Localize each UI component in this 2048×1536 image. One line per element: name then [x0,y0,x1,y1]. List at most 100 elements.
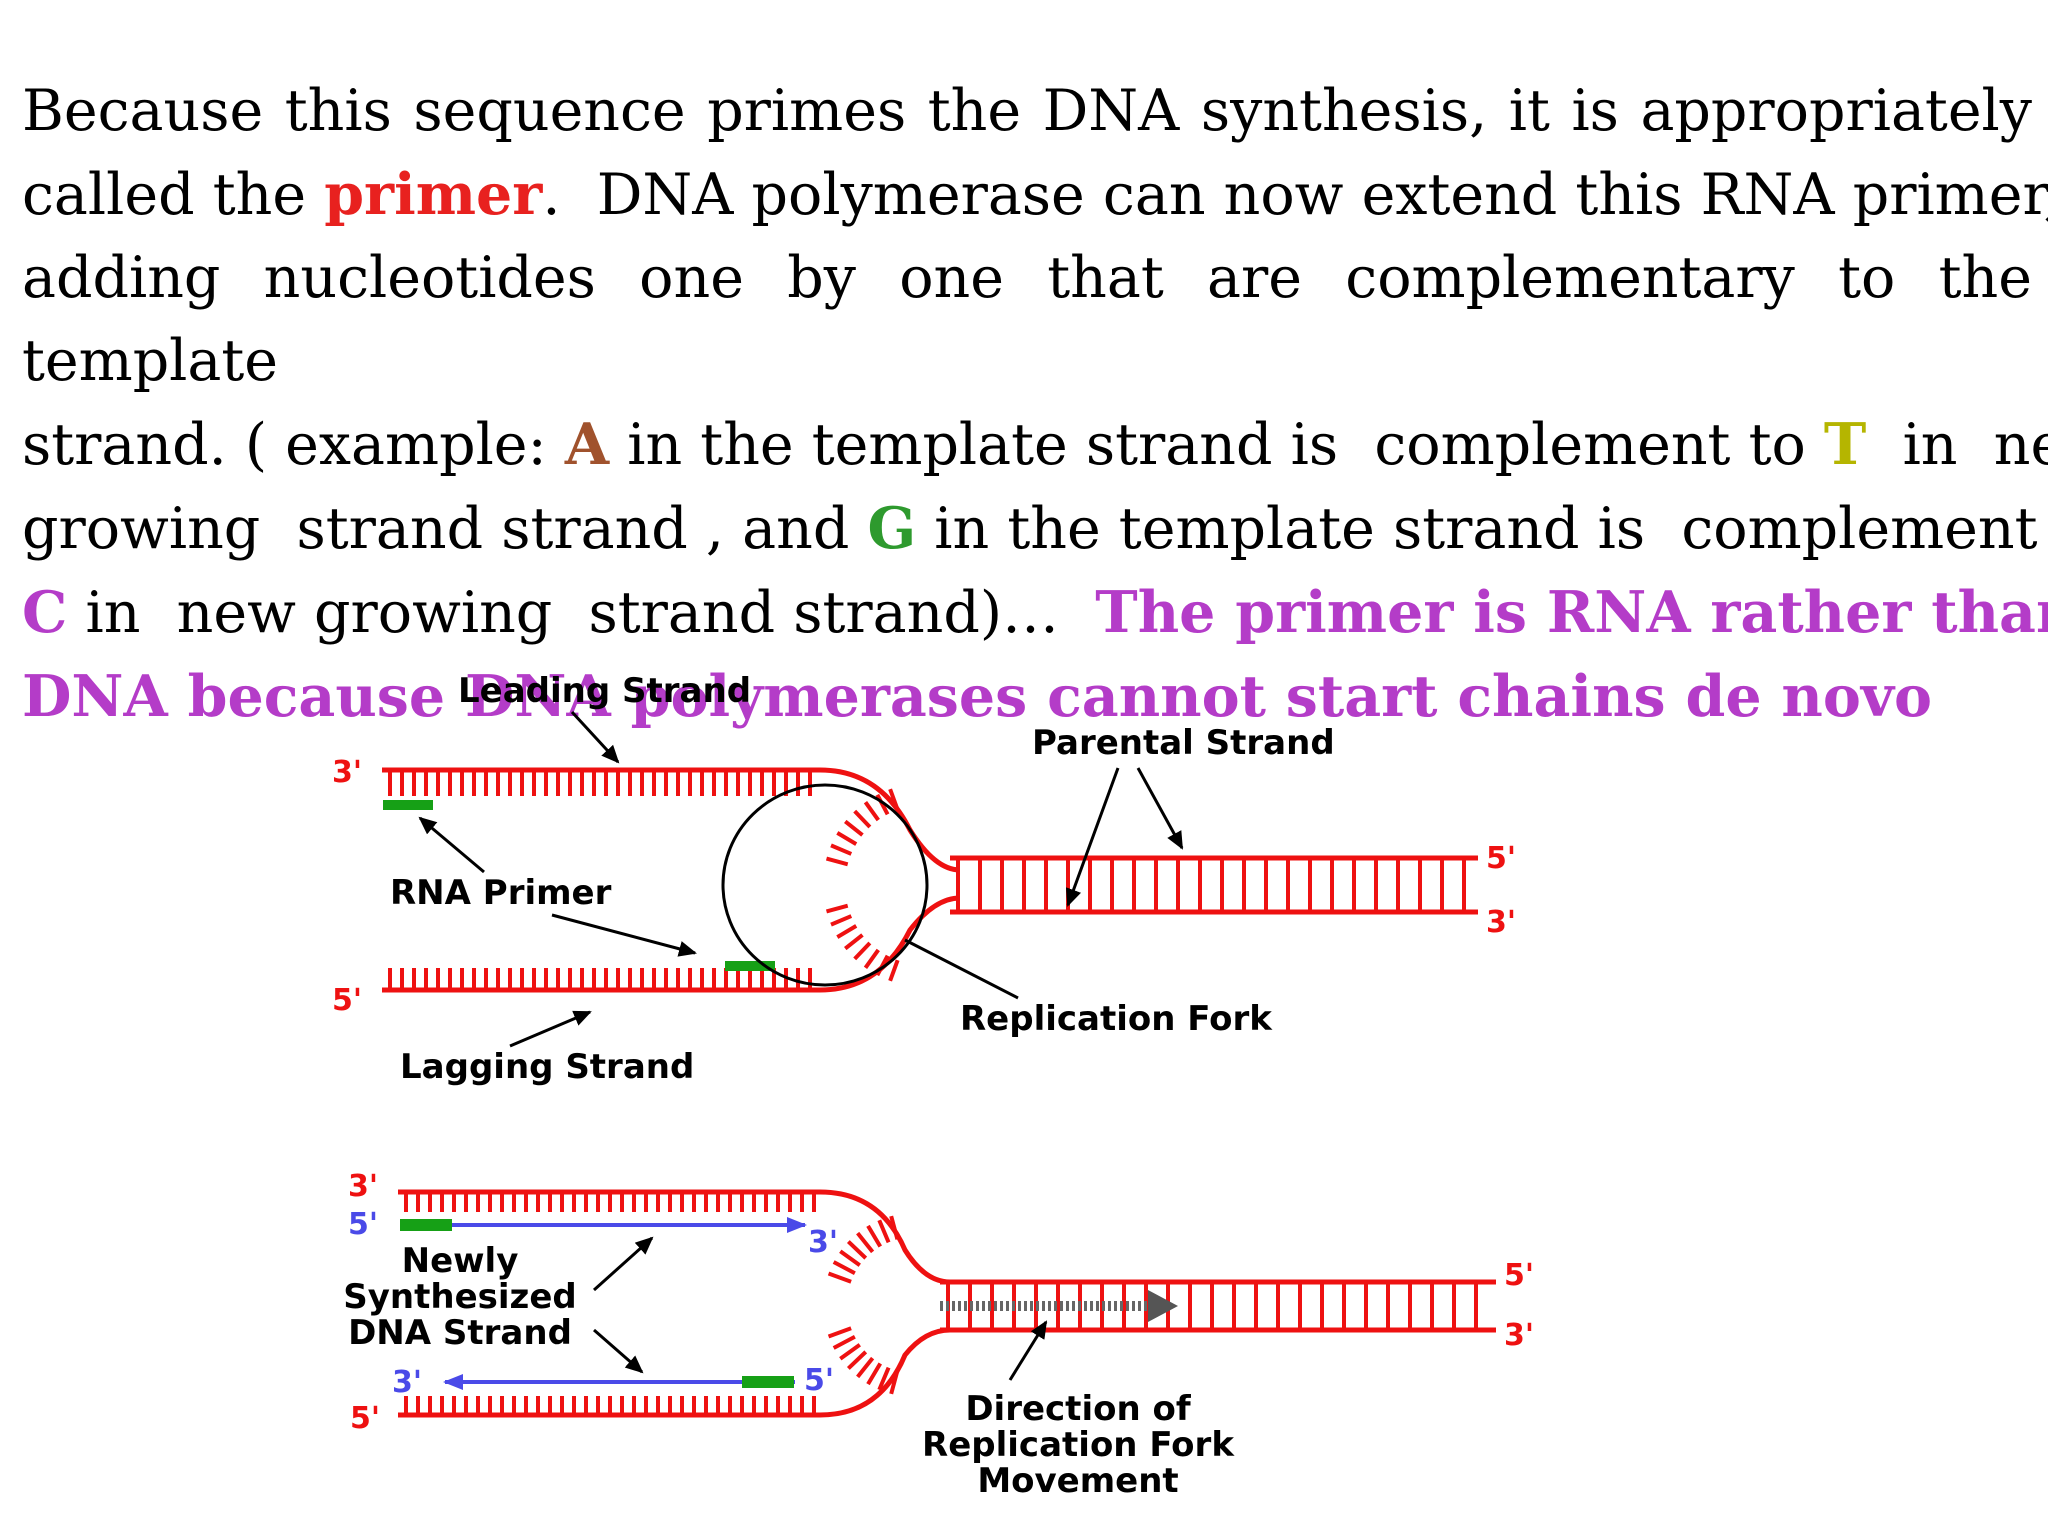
base-c: C [22,579,68,646]
fork-direction-label: Direction of [965,1389,1192,1429]
base-pair-rung [875,793,890,816]
lagging-strand-label: Lagging Strand [400,1047,694,1087]
parental-strand-arrow [1065,767,1120,907]
rna-primer-top [400,1219,452,1231]
rna-primer-lagging [725,961,775,971]
rna-primer-label: RNA Primer [390,873,612,913]
paragraph-text: in new [1902,412,2048,478]
replication-fork-label: Replication Fork [960,999,1273,1039]
end-label: 3' [1504,1318,1534,1353]
explanatory-paragraph: Because this sequence primes the DNA syn… [22,70,2048,738]
base-pair-rung [856,1356,875,1379]
base-pair-rung [830,914,853,927]
base-g: G [867,495,917,562]
base-pair-rung [866,1362,882,1386]
fork-movement-arrowhead [1148,1290,1178,1322]
newly-synthesized-label: Newly [402,1241,519,1281]
replication-fork-arrow [904,938,1019,1000]
base-pair-rung [875,954,890,977]
paragraph-line-4: strand. ( example: A in the template str… [22,403,2048,487]
base-pair-rung [889,1370,900,1395]
end-label: 3' [348,1169,378,1204]
newly-synthesized-label: DNA Strand [348,1313,572,1353]
base-pair-rung [836,831,858,846]
end-label: 3' [392,1365,422,1400]
base-pair-rung [863,948,880,969]
base-a: A [564,411,610,478]
top-fork: 3' 5' 5' 3' Leading Strand Parental Stra… [332,671,1516,1087]
base-pair-rung [839,1343,861,1361]
paragraph-text: strand. ( example: [22,412,565,478]
parental-strand-arrow [1136,767,1184,850]
base-pair-rung [846,1240,868,1260]
top-upper-strand [382,767,961,873]
rna-primer-arrow [551,913,697,957]
base-pair-rung [846,1350,868,1370]
base-pair-rung [888,959,900,982]
paragraph-line-6: C in new growing strand strand)… The pri… [22,571,2048,655]
bottom-fork: 3' 5' 3' 3' 5' 5' 5' 3' Newly Synthesize… [343,1169,1534,1501]
top-lower-strand [382,895,961,993]
newly-synthesized-arrow [593,1328,644,1374]
end-label: 5' [350,1401,380,1436]
base-pair-rung [825,903,849,914]
base-pair-rungs [388,772,1466,988]
paragraph-text: in new growing strand strand)… [67,580,1096,646]
paragraph-line-3: adding nucleotides one by one that are c… [22,245,2032,394]
end-label: 3' [1486,905,1516,940]
paragraph-text: in the template strand is complement to [916,496,2048,562]
paragraph-text: called the [22,162,325,228]
paragraph-line-2: called the primer. DNA polymerase can no… [22,153,2048,237]
newly-synthesized-arrow [592,1236,654,1292]
paragraph-text: growing strand strand , and [22,496,868,562]
fork-direction-arrow [1008,1320,1048,1381]
end-label: 5' [348,1207,378,1242]
base-pair-rung [863,801,880,822]
base-pair-rung [827,1326,852,1339]
base-t: T [1823,411,1867,478]
rna-primer-bottom [742,1376,794,1388]
base-pair-rung [853,941,872,961]
primer-term: primer [324,161,543,228]
leading-strand-label: Leading Strand [458,671,751,711]
fork-direction-label: Movement [977,1461,1178,1501]
base-pair-rung [830,843,853,856]
rna-primer-arrow [418,816,485,874]
end-label: 5' [1504,1258,1534,1293]
base-pair-rung [836,924,858,939]
base-pair-rung [832,1335,856,1350]
base-pair-rung [877,1219,891,1244]
bottom-lower-strand [398,1327,951,1418]
lagging-strand-arrow [509,1010,592,1048]
parental-strand-label: Parental Strand [1032,723,1335,763]
base-pair-rung [877,1366,891,1391]
paragraph-line-5: growing strand strand , and G in the tem… [22,487,2038,571]
paragraph-text: . DNA polymerase can now extend this RNA… [542,162,2048,228]
base-pair-rung [866,1224,882,1248]
rna-primer-leading [383,800,433,810]
base-pair-rung [844,819,864,837]
newly-synthesized-label: Synthesized [343,1277,576,1317]
fork-direction-label: Replication Fork [922,1425,1235,1465]
base-pair-rung [827,1271,852,1284]
emphasis-text: The primer is RNA rather than [1095,579,2048,646]
base-pair-rung [839,1249,861,1267]
base-pair-rung [888,788,900,811]
end-label: 5' [1486,841,1516,876]
base-pair-rung [889,1215,900,1240]
paragraph-line-1: Because this sequence primes the DNA syn… [22,78,2032,144]
leading-strand-arrow [570,710,620,764]
bottom-upper-strand [398,1189,951,1285]
end-label: 5' [332,983,362,1018]
base-pair-rung [856,1231,875,1254]
end-label: 3' [332,755,362,790]
end-label: 3' [808,1225,838,1260]
paragraph-text: in the template strand is complement to [609,412,1824,478]
replication-fork-circle [721,783,929,987]
end-label: 5' [804,1363,834,1398]
base-pair-rung [844,933,864,951]
base-pair-rung [853,809,872,829]
base-pair-rung [832,1260,856,1275]
paragraph-line-7: DNA because DNA polymerases cannot start… [22,663,1933,730]
